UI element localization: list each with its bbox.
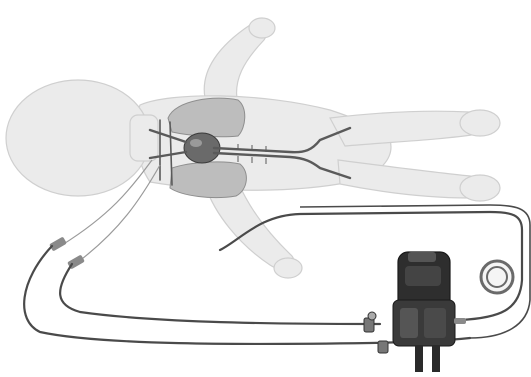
tubing-clamp-icon xyxy=(364,312,388,353)
pump-oxygenator-icon xyxy=(393,252,466,372)
infant-silhouette-icon xyxy=(6,18,500,278)
tubing-loop-icon xyxy=(481,261,513,293)
